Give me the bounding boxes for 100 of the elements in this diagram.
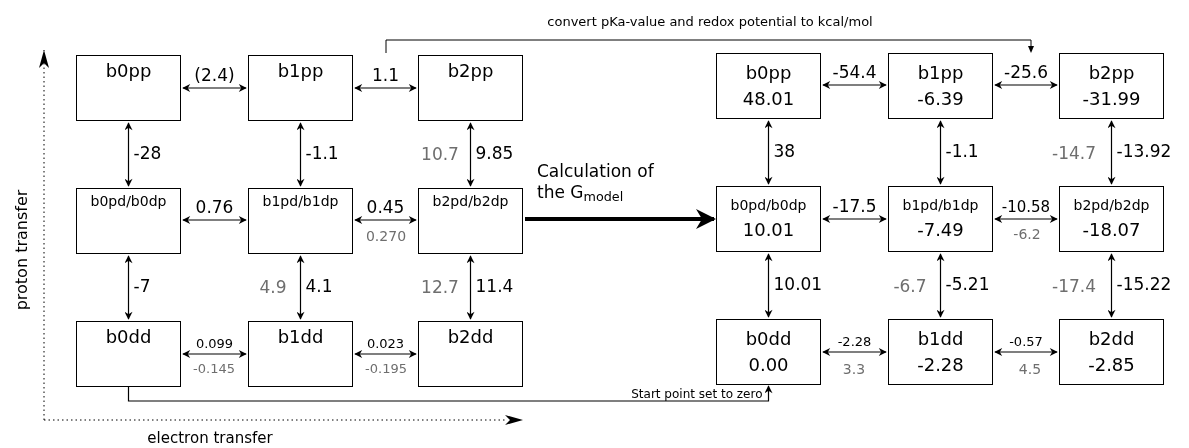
- arrow: [822, 81, 887, 89]
- edge-label: 1.1: [370, 64, 400, 86]
- axis-label: proton transfer: [12, 189, 32, 311]
- edge-label: 0.45: [365, 196, 406, 218]
- arrow: [994, 81, 1058, 89]
- arrow: [994, 215, 1058, 223]
- energy-value: -7.49: [917, 218, 964, 241]
- state-name: b1pp: [277, 60, 324, 83]
- arrow: [994, 348, 1058, 356]
- state-name: b2pd/b2dp: [432, 193, 509, 211]
- energy-value: 0.00: [748, 354, 789, 377]
- state-box: [716, 186, 821, 252]
- state-name: b2pp: [447, 60, 494, 83]
- energy-value: -18.07: [1082, 218, 1141, 241]
- state-name: b0pd/b0dp: [730, 197, 807, 215]
- state-name: b0dd: [105, 326, 152, 349]
- state-name: b2dd: [1088, 327, 1135, 350]
- arrow: [354, 216, 417, 224]
- arrow: [936, 253, 945, 318]
- state-name: b1pp: [917, 61, 964, 84]
- state-box: [76, 321, 181, 387]
- edge-label: -1.1: [305, 142, 340, 164]
- arrow: [182, 216, 247, 224]
- arrow: [124, 122, 133, 187]
- arrow: [764, 253, 773, 318]
- edge-label: -17.5: [831, 195, 878, 217]
- edge-label: -7: [133, 275, 152, 297]
- state-name: b1dd: [917, 327, 964, 350]
- state-box: [1059, 319, 1164, 385]
- edge-label: Start point set to zero: [630, 387, 763, 402]
- arrow: [354, 350, 417, 358]
- arrow: [296, 122, 305, 187]
- arrow: [1107, 253, 1116, 318]
- state-name: b2pp: [1088, 61, 1135, 84]
- edge-label: 4.1: [305, 275, 334, 297]
- edge-label: 38: [773, 140, 797, 162]
- edge-label: Calculation of the G$_{model}$: [537, 161, 655, 204]
- state-box: [418, 55, 523, 121]
- state-name: b1pd/b1dp: [902, 197, 979, 215]
- edge-label: -25.6: [1003, 61, 1049, 83]
- arrow: [466, 255, 475, 320]
- state-name: b0pd/b0dp: [90, 193, 167, 211]
- arrow: [124, 255, 133, 320]
- arrow: [525, 209, 716, 229]
- value-label: 4.9: [259, 277, 287, 299]
- state-box: [248, 188, 353, 254]
- state-name: b0pp: [105, 60, 152, 83]
- energy-value: -2.85: [1088, 354, 1135, 377]
- state-box: [888, 186, 993, 252]
- arrow: [936, 120, 945, 185]
- edge-label: 0.76: [194, 196, 235, 218]
- edge-label: 11.4: [475, 275, 515, 297]
- energy-value: 10.01: [742, 218, 795, 241]
- arrow: [822, 215, 887, 223]
- arrow: [182, 84, 247, 92]
- value-label: 10.7: [421, 144, 459, 166]
- state-box: [716, 53, 821, 119]
- arrow: [466, 122, 475, 187]
- state-box: [716, 319, 821, 385]
- edge-label: -13.92: [1116, 140, 1173, 162]
- edge-label: -10.58: [1000, 198, 1052, 217]
- note-text: convert pKa-value and redox potential to kcal/mol: [547, 13, 873, 31]
- edge-label: 10.01: [773, 273, 824, 295]
- energy-value: 48.01: [742, 88, 795, 111]
- value-label: 12.7: [421, 277, 459, 299]
- arrow: [764, 120, 773, 185]
- value-label: -17.4: [1052, 276, 1096, 298]
- energy-value: -2.28: [917, 354, 964, 377]
- value-label: -0.145: [193, 360, 235, 378]
- state-box: [248, 321, 353, 387]
- state-box: [248, 55, 353, 121]
- arrow: [127, 385, 773, 402]
- edge-label: (2.4): [193, 64, 236, 86]
- energy-value: -6.39: [917, 88, 964, 111]
- edge-label: 0.099: [194, 335, 235, 352]
- state-box: [418, 188, 523, 254]
- state-name: b2dd: [447, 326, 494, 349]
- state-name: b1dd: [277, 326, 324, 349]
- value-label: 0.270: [365, 228, 407, 246]
- state-box: [1059, 53, 1164, 119]
- state-box: [76, 55, 181, 121]
- arrow: [354, 84, 417, 92]
- edge-label: -1.1: [945, 140, 980, 162]
- state-box: [888, 319, 993, 385]
- value-label: -6.2: [1013, 226, 1041, 244]
- edge-label: -15.22: [1116, 273, 1173, 295]
- energy-value: -31.99: [1082, 88, 1141, 111]
- edge-label: -28: [133, 142, 163, 164]
- axis-label: electron transfer: [147, 428, 273, 448]
- arrow: [296, 255, 305, 320]
- state-name: b2pd/b2dp: [1073, 197, 1150, 215]
- edge-label: 9.85: [475, 142, 515, 164]
- value-label: -6.7: [893, 276, 927, 298]
- state-box: [418, 321, 523, 387]
- edge-label: -2.28: [836, 333, 873, 350]
- value-label: -14.7: [1052, 143, 1096, 165]
- state-box: [888, 53, 993, 119]
- arrow: [1107, 120, 1116, 185]
- arrow: [822, 348, 887, 356]
- edge-label: -0.57: [1008, 333, 1044, 350]
